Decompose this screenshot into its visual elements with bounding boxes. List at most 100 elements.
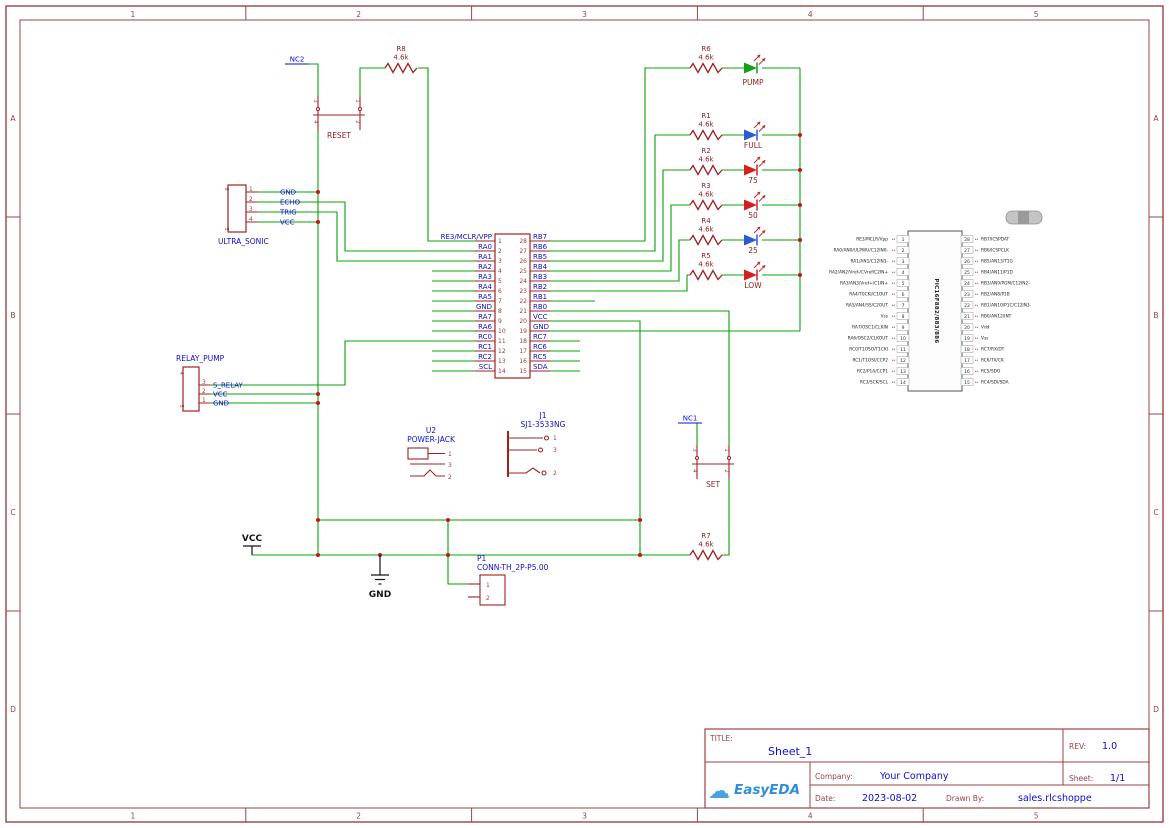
wire-segment [210,340,475,386]
resistor-R8[interactable]: R84.6k [384,45,418,74]
pin-number: 24 [519,278,527,285]
title-block: TITLE: Sheet_1 REV: 1.0 Sheet: 1/1 Compa… [704,728,1150,809]
frame-col-label: 4 [808,812,813,821]
easyeda-logo[interactable]: ☁ EasyEDA [708,779,800,804]
company-value[interactable]: Your Company [879,771,949,782]
resistor-R1[interactable]: R14.6k [689,112,723,141]
pin-number: 3 [249,207,253,213]
vcc-flag[interactable]: VCC [242,534,263,555]
led-25[interactable]: 25 [744,226,766,255]
wire-segment [258,201,475,252]
resistor-R2[interactable]: R24.6k [689,147,723,176]
button-contact [358,107,362,111]
resistor-body [689,199,723,211]
wires[interactable] [210,63,801,585]
pin-number: 3 [448,462,452,469]
resistor-R3[interactable]: R34.6k [689,182,723,211]
led-triangle [744,199,757,211]
pin-direction-icon: ↔ [975,357,979,362]
led-75[interactable]: 75 [744,156,766,185]
mcu-body[interactable] [494,233,531,379]
resistor-ref: R5 [701,252,710,260]
resistor-R4[interactable]: R44.6k [689,217,723,246]
pin-number: 4 [178,371,184,375]
led-50[interactable]: 50 [744,191,766,220]
gnd-flag[interactable]: GND [369,555,391,600]
pin-number: 27 [519,248,527,255]
preview-pin-label: RC6/TX/CK [981,358,1004,364]
pin-label: RC7 [533,333,547,341]
wire-segment [550,320,641,555]
resistors[interactable]: R84.6kR64.6kR14.6kR24.6kR34.6kR44.6kR54.… [384,45,723,561]
preview-pin-number: 6 [902,292,905,298]
preview-pin-label: Vdd [981,325,990,331]
frame-inner-border [19,19,1150,809]
pin-number: 5 [178,404,184,407]
led-PUMP[interactable]: PUMP [742,54,766,87]
u2-name: POWER-JACK [407,435,456,444]
pin-direction-icon: ↔ [892,368,896,373]
preview-pin-label: RB5/AN13/T1G [981,259,1013,265]
component-main-mcu[interactable]: 1RE3/MCLR/VPP2RA03RA14RA25RA36RA47RA58GN… [441,233,550,379]
preview-pin-label: RB7/ICSPDAT [981,237,1010,243]
sheet-value[interactable]: 1/1 [1110,773,1125,784]
connector-body [182,366,200,412]
junction-dot [316,401,320,405]
junction-dot [798,168,802,172]
rev-value[interactable]: 1.0 [1102,741,1117,752]
resistor-R7[interactable]: R74.6k [689,532,723,561]
preview-pin-label: RA6/OSC2/CLKOUT [848,336,889,342]
preview-pin-number: 15 [964,380,970,386]
preview-pin-number: 26 [964,259,970,265]
drawn-by-value[interactable]: sales.rlcshoppe [1018,793,1092,804]
preview-pin-number: 23 [964,292,970,298]
pin-label: RB7 [533,233,547,241]
connector-body [227,184,247,233]
pin-label: RB0 [533,303,547,311]
resistor-value: 4.6k [698,261,714,269]
led-FULL[interactable]: FULL [744,121,766,150]
date-value[interactable]: 2023-08-02 [862,793,917,804]
resistor-R6[interactable]: R64.6k [689,45,723,74]
pin-number: 1 [553,435,557,442]
resistor-value: 4.6k [698,226,714,234]
junction-dot [798,273,802,277]
pin-label: RA5 [478,293,492,301]
component-audio-jack[interactable]: J1 SJ1-3533NG 1 3 2 [507,411,566,477]
pin-number: 3 [202,380,206,386]
pin-number-box [960,356,974,364]
pin-label: VCC [533,313,548,321]
pin-number: 28 [519,238,527,245]
led-LOW[interactable]: LOW [744,261,766,290]
pin-number: 16 [519,358,527,365]
pin-label: SDA [533,363,548,371]
vcc-label: VCC [242,534,263,544]
resistor-ref: R6 [701,45,711,53]
pin-label: RC0 [478,333,492,341]
part-photo-thumbnail[interactable] [1005,210,1043,225]
pin-number-box [896,246,910,254]
pin-number: 14 [498,368,506,375]
resistor-R5[interactable]: R54.6k [689,252,723,281]
sheet-title[interactable]: Sheet_1 [768,745,812,758]
wire-segment [550,310,730,445]
preview-pin-number: 5 [902,281,905,287]
wire-segment [550,169,690,262]
component-conn-p1[interactable]: P1 CONN-TH_2P-P5.00 1 2 [468,554,549,606]
pin-number-box [960,246,974,254]
component-power-jack[interactable]: U2 POWER-JACK 1 3 2 [407,426,456,481]
preview-pin-number: 14 [900,380,906,386]
preview-pin-number: 21 [964,314,970,320]
net-label: NC1 [683,415,698,423]
led-label: LOW [744,281,762,290]
preview-pin-label: RC1/T1OSI/CCP2 [853,358,889,364]
